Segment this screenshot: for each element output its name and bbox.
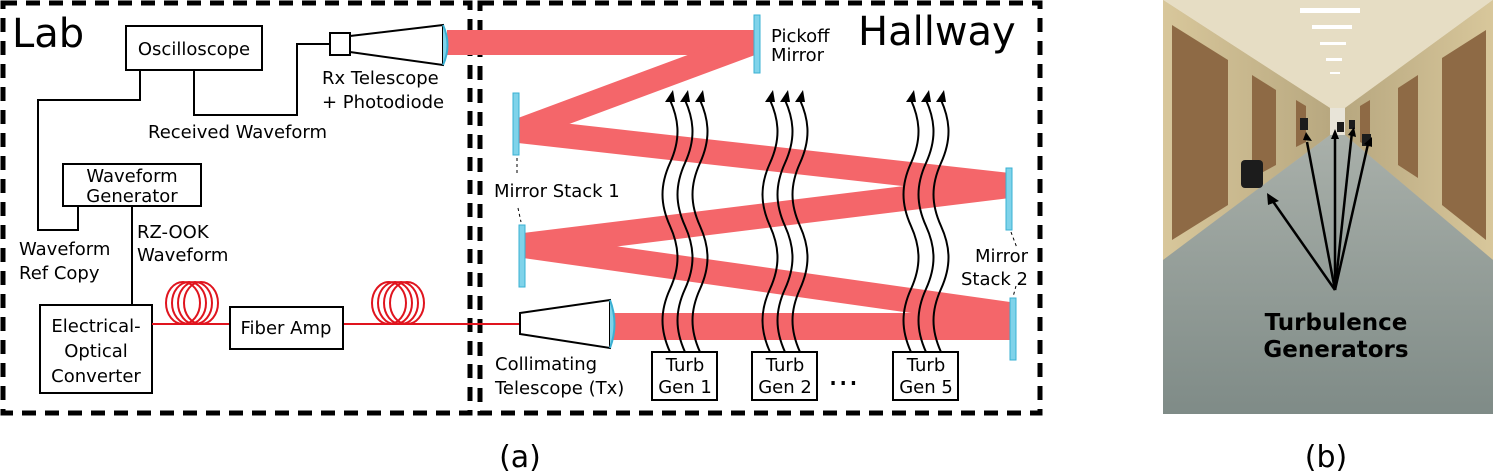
lab-frame — [0, 0, 473, 416]
turbulence-arrowhead — [780, 90, 790, 102]
pickoff-mirror — [753, 14, 761, 74]
turbulence-wave — [917, 99, 935, 353]
right-door-1 — [1442, 30, 1486, 240]
caption-b: (b) — [1305, 440, 1347, 475]
photo-turbulence-generators — [1241, 118, 1371, 188]
floor — [1163, 135, 1493, 414]
caption-a: (a) — [499, 440, 541, 475]
turbulence-arrowhead — [936, 90, 946, 102]
tx-telescope-lens — [609, 299, 616, 349]
mirror-stack-1-bottom — [518, 224, 526, 288]
photo-label-2: Generators — [1263, 337, 1408, 363]
rx-telescope-lens — [442, 24, 449, 66]
ref-copy-label-1: Waveform — [19, 239, 110, 260]
mirror-stack-2-label-2: Stack 2 — [961, 269, 1028, 290]
turbulence-arrowhead — [680, 90, 690, 102]
eo-converter-label-3: Converter — [51, 366, 141, 387]
eo-converter-label-2: Optical — [64, 341, 128, 362]
hallway-photo: Turbulence Generators — [1163, 0, 1493, 414]
turb-gen-2-label-1: Turb — [765, 355, 805, 376]
turb-gen-5-label-2: Gen 5 — [899, 377, 953, 398]
turb-gen-2-label-2: Gen 2 — [758, 377, 812, 398]
oscilloscope-label: Oscilloscope — [138, 39, 250, 60]
leader-lines — [516, 158, 1018, 298]
right-door-2 — [1398, 75, 1418, 178]
mirrors — [512, 14, 1017, 361]
eo-converter-box — [39, 304, 153, 394]
pickoff-label-1: Pickoff — [771, 26, 830, 47]
turbulence-arrows — [661, 90, 950, 353]
photo-arrows — [1267, 127, 1372, 291]
tx-telescope-shape — [519, 298, 611, 350]
mirror-stack-1-label: Mirror Stack 1 — [494, 181, 620, 202]
turbulence-wave — [791, 99, 809, 353]
turbulence-arrowhead — [695, 90, 705, 102]
ceiling — [1163, 0, 1493, 108]
turbulence-wave — [676, 99, 694, 353]
turb-gen-1: Turb Gen 1 — [651, 351, 718, 401]
received-waveform-label: Received Waveform — [148, 122, 327, 143]
waveform-generator-label-2: Generator — [86, 186, 178, 207]
mirror-stack-1-top — [512, 92, 520, 156]
oscilloscope-box — [125, 25, 263, 71]
ref-copy-label-2: Ref Copy — [19, 263, 100, 284]
turb-gen-1-label-1: Turb — [665, 355, 705, 376]
pickoff-label-2: Mirror — [771, 45, 825, 66]
turbulence-arrowhead — [765, 90, 775, 102]
collimating-label-1: Collimating — [495, 354, 597, 375]
turbulence-wave — [902, 99, 920, 353]
eo-converter-label-1: Electrical- — [51, 316, 140, 337]
turb-gen-5: Turb Gen 5 — [892, 351, 959, 401]
rx-telescope-label-2: + Photodiode — [322, 92, 444, 113]
optical-fiber — [152, 281, 520, 325]
turbulence-arrowhead — [665, 90, 675, 102]
turbulence-wave — [776, 99, 794, 353]
rx-telescope-label-1: Rx Telescope — [322, 68, 439, 89]
photo-label-1: Turbulence — [1265, 310, 1408, 336]
hallway-title: Hallway — [858, 9, 1016, 55]
fiber-amp-box — [229, 306, 344, 350]
turb-gen-2: Turb Gen 2 — [751, 351, 818, 401]
lab-wires — [37, 43, 330, 305]
rx-telescope-shape — [349, 23, 444, 67]
collimating-label-2: Telescope (Tx) — [494, 378, 624, 399]
fiber-amp-label: Fiber Amp — [241, 318, 332, 339]
left-door-2 — [1252, 75, 1276, 178]
turb-gen-5-label-1: Turb — [906, 355, 946, 376]
turbulence-wave — [661, 99, 679, 353]
hallway-frame — [477, 0, 1043, 416]
left-door-1 — [1172, 25, 1228, 240]
mirror-stack-2-bottom — [1009, 297, 1017, 361]
rzook-label-2: Waveform — [137, 245, 228, 266]
photodiode-box — [329, 32, 351, 56]
turbulence-wave — [691, 99, 709, 353]
turbulence-arrowhead — [795, 90, 805, 102]
mirror-stack-2-top — [1005, 167, 1013, 231]
lab-title: Lab — [12, 11, 84, 57]
waveform-generator-box — [62, 163, 202, 207]
ceiling-lights — [1300, 8, 1360, 74]
turbulence-arrowhead — [906, 90, 916, 102]
ellipsis: ... — [828, 355, 859, 393]
turb-gen-1-label-2: Gen 1 — [658, 377, 712, 398]
turbulence-wave — [932, 99, 950, 353]
turbulence-wave — [761, 99, 779, 353]
waveform-generator-label-1: Waveform — [86, 166, 177, 187]
turbulence-arrowhead — [921, 90, 931, 102]
rzook-label-1: RZ-OOK — [137, 222, 210, 243]
mirror-stack-2-label-1: Mirror — [975, 246, 1029, 267]
